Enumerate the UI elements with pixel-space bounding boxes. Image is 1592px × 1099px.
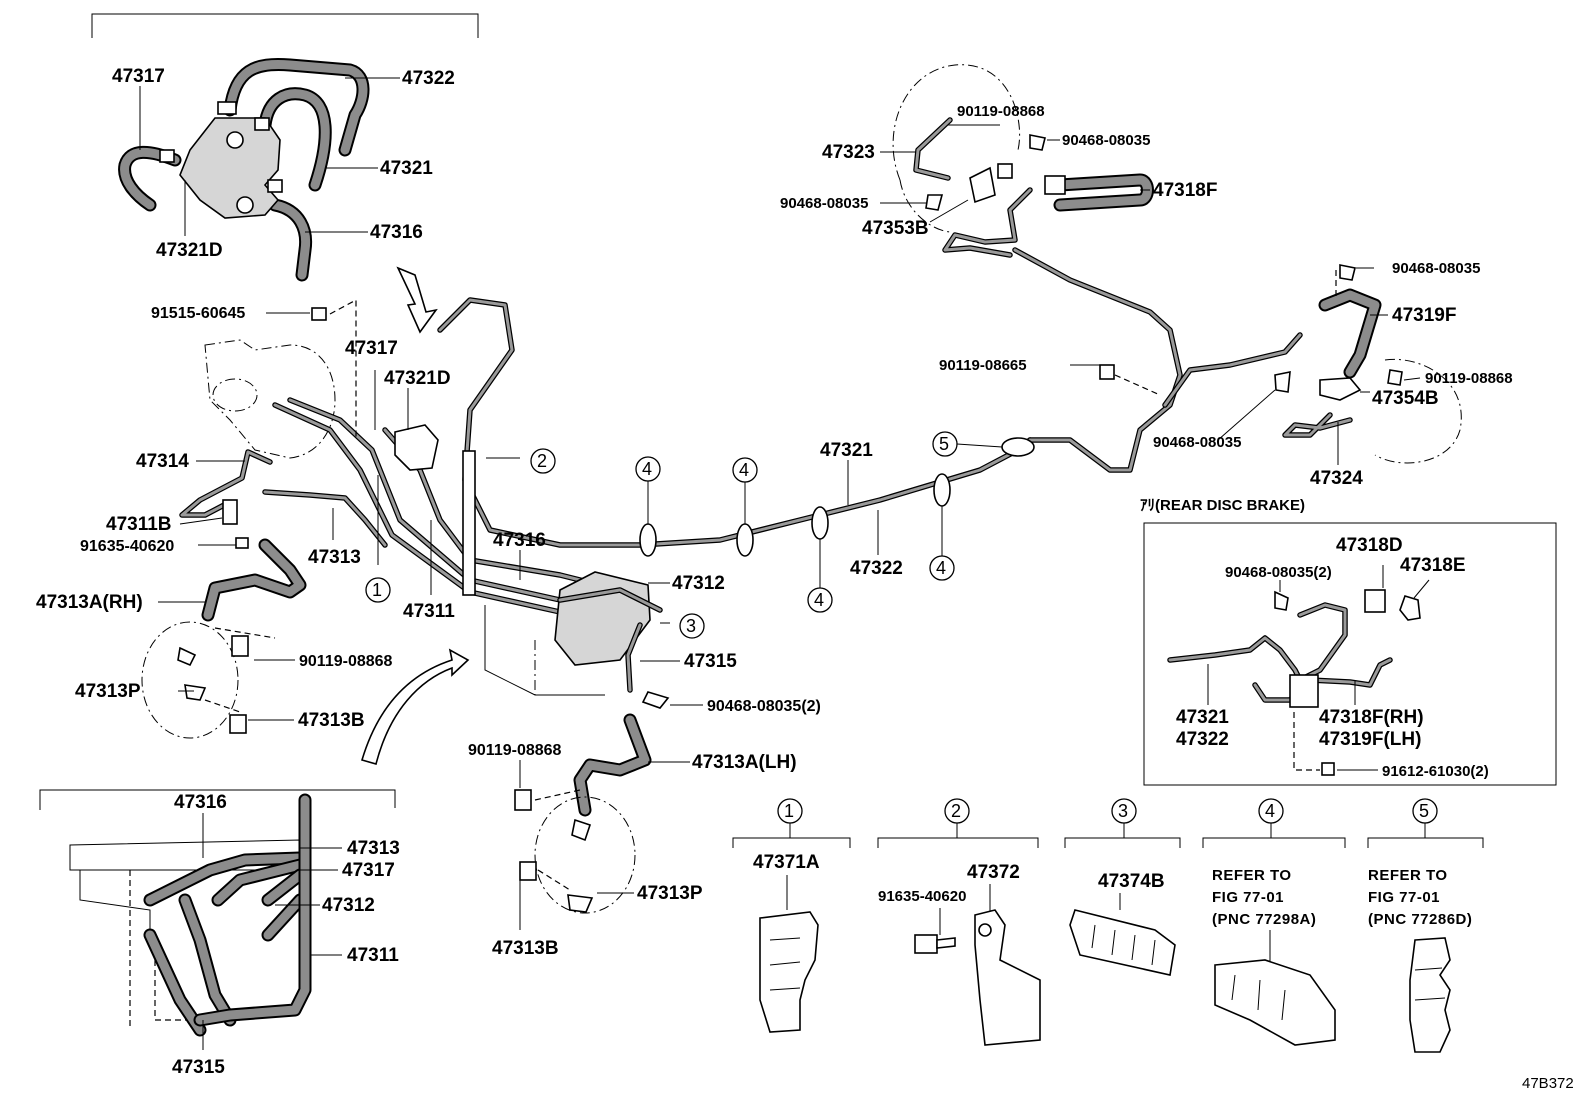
label-47314: 47314 (136, 451, 189, 472)
legend-4-ref2: FIG 77-01 (1212, 889, 1284, 906)
label-47318F-RH: 47318F(RH) (1319, 707, 1424, 728)
label-47313P-rh: 47313P (75, 681, 141, 702)
label-47315-bot: 47315 (172, 1057, 225, 1078)
label-47313A-LH: 47313A(LH) (692, 752, 797, 773)
label-90468-box: 90468-08035(2) (1225, 564, 1332, 581)
svg-text:2: 2 (537, 451, 547, 471)
svg-text:1: 1 (784, 801, 794, 821)
label-91612: 91612-61030(2) (1382, 763, 1489, 780)
legend-4-ref1: REFER TO (1212, 867, 1292, 884)
label-47321D-mid: 47321D (384, 368, 451, 389)
label-47319F: 47319F (1392, 305, 1456, 326)
label-47312-bot: 47312 (322, 895, 375, 916)
legend-47374B: 47374B (1098, 871, 1165, 892)
label-47318D: 47318D (1336, 535, 1403, 556)
diagram-code: 47B372 (1522, 1075, 1574, 1092)
legend-4-ref3: (PNC 77298A) (1212, 911, 1316, 928)
label-47354B: 47354B (1372, 388, 1439, 409)
label-rear-disc: ｱﾘ(REAR DISC BRAKE) (1140, 497, 1305, 514)
label-47317-top: 47317 (112, 66, 165, 87)
label-47321D-top: 47321D (156, 240, 223, 261)
label-47317-mid: 47317 (345, 338, 398, 359)
label-47313: 47313 (308, 547, 361, 568)
label-91635-left: 91635-40620 (80, 538, 174, 555)
label-90119-lh: 90119-08868 (468, 742, 562, 759)
legend-5-ref3: (PNC 77286D) (1368, 911, 1472, 928)
label-90119-r: 90119-08868 (1425, 370, 1513, 387)
legend: 1 47371A 2 47372 91635-40620 3 47374B 4 … (732, 798, 1484, 1053)
label-90468-mid: 90468-08035(2) (707, 698, 821, 715)
label-47313B-rh: 47313B (298, 710, 365, 731)
svg-text:4: 4 (1265, 801, 1275, 821)
label-90468-r1: 90468-08035 (1392, 260, 1480, 277)
label-47324: 47324 (1310, 468, 1363, 489)
rear-upper-assembly: 90119-08868 90468-08035 47323 90468-0803… (780, 64, 1513, 489)
legend-47372: 47372 (967, 862, 1020, 883)
label-90119-rh: 90119-08868 (299, 653, 393, 670)
label-47316-bot: 47316 (174, 792, 227, 813)
label-47322-box: 47322 (1176, 729, 1229, 750)
label-47311B: 47311B (106, 514, 172, 535)
svg-text:4: 4 (642, 459, 652, 479)
legend-5-ref2: FIG 77-01 (1368, 889, 1440, 906)
label-90468-top: 90468-08035 (1062, 132, 1150, 149)
label-47321-top: 47321 (380, 158, 433, 179)
front-assembly: 91515-60645 47317 47321D 47314 47311B 91… (36, 266, 1033, 959)
svg-text:5: 5 (939, 434, 949, 454)
svg-text:1: 1 (372, 580, 382, 600)
svg-text:5: 5 (1419, 801, 1429, 821)
inset-bottom-left: 47316 47313 47317 47312 47311 47315 (39, 789, 400, 1078)
label-47312-mid: 47312 (672, 573, 725, 594)
rear-disc-brake-box: ｱﾘ(REAR DISC BRAKE) 47318D 47318E 90468-… (1140, 497, 1557, 786)
label-47313A-RH: 47313A(RH) (36, 592, 143, 613)
label-47316-top: 47316 (370, 222, 423, 243)
label-47311: 47311 (403, 601, 455, 622)
label-47318E: 47318E (1400, 555, 1466, 576)
label-91515: 91515-60645 (151, 305, 245, 322)
svg-text:2: 2 (951, 801, 961, 821)
svg-text:4: 4 (739, 460, 749, 480)
label-47321-box: 47321 (1176, 707, 1229, 728)
main-brake-lines: 47321 47322 (639, 247, 1303, 579)
label-47313B-lh: 47313B (492, 938, 559, 959)
legend-47371A: 47371A (753, 852, 820, 873)
label-90468-left: 90468-08035 (780, 195, 868, 212)
label-47322-top: 47322 (402, 68, 455, 89)
label-47316-mid: 47316 (493, 530, 546, 551)
label-47313-bot: 47313 (347, 838, 400, 859)
label-47317-bot: 47317 (342, 860, 395, 881)
label-47313P-lh: 47313P (637, 883, 703, 904)
label-47318F: 47318F (1153, 180, 1217, 201)
callout-3 (679, 613, 705, 639)
label-90468-r2: 90468-08035 (1153, 434, 1241, 451)
label-47323: 47323 (822, 142, 875, 163)
callout-2 (530, 448, 556, 474)
callout-1 (365, 577, 391, 603)
callout-markers: 1 2 3 4 4 4 4 5 (365, 431, 1003, 639)
svg-text:4: 4 (936, 558, 946, 578)
label-90119-top: 90119-08868 (957, 103, 1045, 120)
legend-5-ref1: REFER TO (1368, 867, 1448, 884)
label-47319F-LH: 47319F(LH) (1319, 729, 1421, 750)
label-90119-08665: 90119-08665 (939, 357, 1027, 374)
svg-text:3: 3 (686, 616, 696, 636)
label-47311-bot: 47311 (347, 945, 399, 966)
svg-text:3: 3 (1118, 801, 1128, 821)
inset-proportioning-valve: 47317 47322 47321 47321D 47316 (91, 13, 479, 282)
label-47321-mid: 47321 (820, 440, 873, 461)
label-47315-mid: 47315 (684, 651, 737, 672)
label-47353B: 47353B (862, 218, 929, 239)
label-47322-mid: 47322 (850, 558, 903, 579)
legend-91635: 91635-40620 (878, 888, 966, 905)
svg-text:4: 4 (814, 590, 824, 610)
